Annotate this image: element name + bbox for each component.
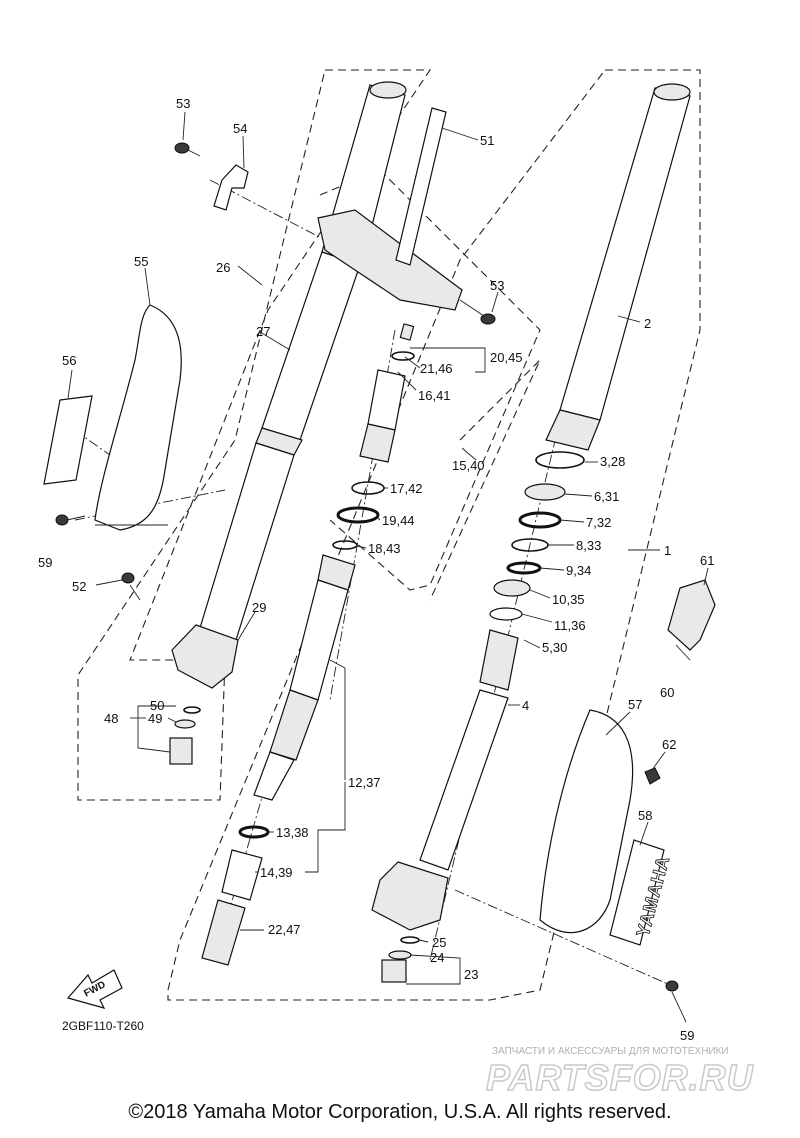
part-19-44-ring xyxy=(336,506,380,524)
part-22-47-spring xyxy=(201,899,246,966)
callout-11-36: 11,36 xyxy=(554,618,586,633)
callout-5-30: 5,30 xyxy=(542,640,567,655)
callout-15-40: 15,40 xyxy=(452,458,485,473)
part-16-41-cartridge-top xyxy=(359,323,415,463)
part-23-drain-group xyxy=(381,936,420,983)
callout-50: 50 xyxy=(150,698,164,713)
callout-51: 51 xyxy=(480,133,494,148)
callout-9-34: 9,34 xyxy=(566,563,591,578)
part-54-hose-clamp xyxy=(213,164,249,211)
part-57-guard xyxy=(539,709,634,934)
part-51-steering-stem xyxy=(395,107,447,266)
callout-7-32: 7,32 xyxy=(586,515,611,530)
callout-21-46: 21,46 xyxy=(420,361,453,376)
watermark-logo: PARTSFOR.RU xyxy=(486,1057,754,1098)
part-14-39-seat xyxy=(221,849,263,901)
centerline-guard xyxy=(59,419,111,456)
leader-lines xyxy=(67,111,709,1023)
part-27-left-outer-tube xyxy=(199,81,407,641)
callout-49: 49 xyxy=(148,711,162,726)
part-56-decal xyxy=(43,395,93,485)
callout-2: 2 xyxy=(644,316,651,331)
callout-16-41: 16,41 xyxy=(418,388,451,403)
callout-8-33: 8,33 xyxy=(576,538,601,553)
centerline-right xyxy=(429,419,561,961)
callout-25: 25 xyxy=(432,935,446,950)
triple-clamp-upper xyxy=(317,209,463,311)
callout-20-45: 20,45 xyxy=(490,350,523,365)
watermark-subtitle: ЗАПЧАСТИ И АКСЕССУАРЫ ДЛЯ МОТОТЕХНИКИ xyxy=(492,1046,729,1057)
copyright-notice: ©2018 Yamaha Motor Corporation, U.S.A. A… xyxy=(128,1101,672,1123)
callout-61: 61 xyxy=(700,553,714,568)
callout-53-right: 53 xyxy=(490,278,504,293)
callout-3-28: 3,28 xyxy=(600,454,625,469)
callout-59-right: 59 xyxy=(680,1028,694,1043)
part-11-36-bushing xyxy=(489,607,523,621)
callout-59-left: 59 xyxy=(38,555,52,570)
callout-14-39: 14,39 xyxy=(260,865,293,880)
callout-24: 24 xyxy=(430,950,444,965)
callout-10-35: 10,35 xyxy=(552,592,585,607)
part-55-fork-guard xyxy=(94,304,182,531)
callout-6-31: 6,31 xyxy=(594,489,619,504)
callout-12-37: 12,37 xyxy=(348,775,381,790)
part-53-bolt-right xyxy=(459,299,496,325)
part-5-30-inner-tube-top xyxy=(479,629,519,691)
fwd-arrow-icon xyxy=(66,969,123,1009)
callout-23: 23 xyxy=(464,967,478,982)
callout-1: 1 xyxy=(664,543,671,558)
callout-19-44: 19,44 xyxy=(382,513,415,528)
part-62-nut xyxy=(644,767,661,785)
part-12-37-damper-rod xyxy=(253,554,356,801)
part-17-42-ring xyxy=(351,481,385,495)
part-13-38-ring xyxy=(238,825,270,839)
part-7-32-washer xyxy=(518,511,562,529)
callout-53-top: 53 xyxy=(176,96,190,111)
callout-62: 62 xyxy=(662,737,676,752)
callout-56: 56 xyxy=(62,353,76,368)
callout-58: 58 xyxy=(638,808,652,823)
part-10-35-dust-seal xyxy=(493,579,531,597)
callout-57: 57 xyxy=(628,697,642,712)
right-axle-bracket xyxy=(371,861,449,931)
part-6-31-oil-seal xyxy=(524,483,566,501)
diagram-code: 2GBF110-T260 xyxy=(62,1019,144,1033)
centerline-bolt-59b xyxy=(454,889,671,986)
callout-27: 27 xyxy=(256,324,270,339)
part-53-bolt-top xyxy=(174,142,201,157)
part-4-inner-tube xyxy=(419,689,509,871)
boundary-damper-group xyxy=(429,359,541,601)
callout-4: 4 xyxy=(522,698,529,713)
callout-48: 48 xyxy=(104,711,118,726)
part-52-bolt xyxy=(121,572,141,601)
part-2-right-outer-tube xyxy=(545,83,691,451)
part-59-bolt-right xyxy=(665,980,679,992)
callout-26: 26 xyxy=(216,260,230,275)
callout-52: 52 xyxy=(72,579,86,594)
part-58-decal xyxy=(609,839,665,946)
callout-13-38: 13,38 xyxy=(276,825,309,840)
callout-29: 29 xyxy=(252,600,266,615)
part-3-28-clip xyxy=(535,451,585,469)
callout-labels: 53 54 51 55 26 53 27 2 20,45 21,46 16,41… xyxy=(38,96,714,1043)
part-59-bolt-left xyxy=(55,514,86,526)
callout-17-42: 17,42 xyxy=(390,481,423,496)
callout-55: 55 xyxy=(134,254,148,269)
callout-60: 60 xyxy=(660,685,674,700)
callout-22-47: 22,47 xyxy=(268,922,301,937)
part-18-43-ring xyxy=(332,540,358,550)
callout-54: 54 xyxy=(233,121,247,136)
part-61-bracket xyxy=(667,579,716,651)
callout-18-43: 18,43 xyxy=(368,541,401,556)
part-48-drain-group xyxy=(169,706,201,765)
